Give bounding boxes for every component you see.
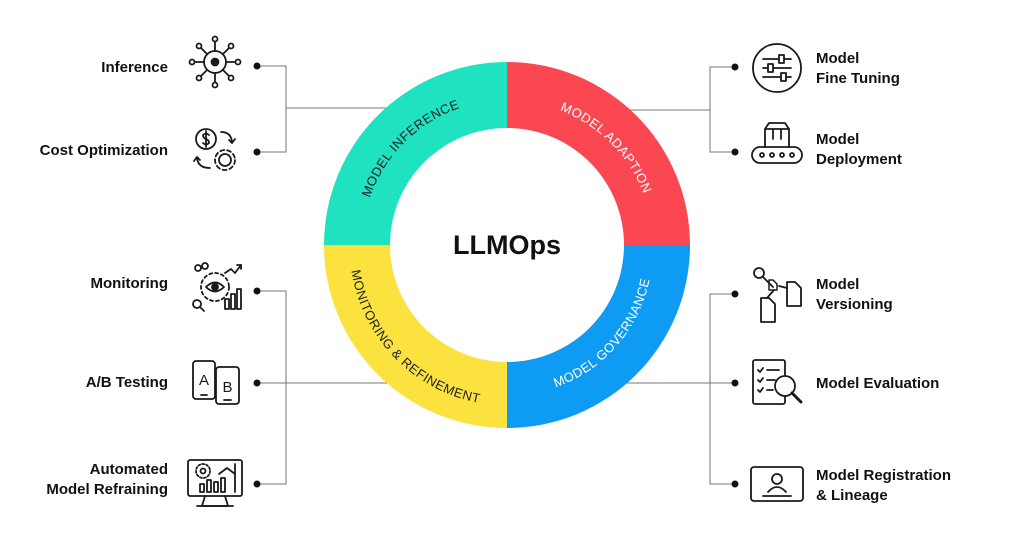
label-model-fine-tuning: Model Fine Tuning bbox=[816, 50, 900, 87]
eye-analytics-icon bbox=[192, 262, 242, 312]
connector-monitoring-group bbox=[257, 290, 390, 485]
connector-adaption-group bbox=[625, 66, 735, 153]
label-cost-optimization: Cost Optimization bbox=[39, 142, 168, 159]
label-inference: Inference bbox=[101, 59, 168, 76]
label-monitoring: Monitoring bbox=[90, 275, 168, 292]
segment-model-inference bbox=[324, 62, 507, 245]
monitor-chart-icon bbox=[187, 459, 243, 507]
svg-text:B: B bbox=[222, 379, 232, 396]
ab-test-icon: A B bbox=[192, 360, 240, 405]
label-model-evaluation: Model Evaluation bbox=[816, 375, 940, 392]
neural-chip-icon bbox=[188, 35, 242, 89]
connector-inference-group bbox=[257, 65, 390, 153]
conveyor-box-icon bbox=[751, 122, 803, 164]
segment-model-governance bbox=[507, 245, 690, 428]
svg-text:A: A bbox=[199, 372, 209, 389]
label-model-registration-lineage: Model Registration & Lineage bbox=[816, 467, 952, 504]
sliders-icon bbox=[752, 43, 802, 93]
label-model-versioning: Model Versioning bbox=[816, 276, 893, 313]
center-title: LLMOps bbox=[453, 230, 561, 260]
dollar-gear-cycle-icon bbox=[193, 128, 236, 171]
connectors bbox=[257, 65, 735, 485]
id-card-icon bbox=[750, 466, 804, 502]
version-tree-icon bbox=[753, 267, 802, 323]
checklist-magnifier-icon bbox=[752, 359, 803, 405]
segment-monitoring-refinement bbox=[324, 245, 507, 428]
label-model-deployment: Model Deployment bbox=[816, 131, 902, 168]
label-ab-testing: A/B Testing bbox=[85, 374, 168, 391]
connector-dots bbox=[253, 62, 739, 488]
label-automated-model-refraining: Automated Model Refraining bbox=[46, 461, 168, 498]
segment-model-adaption bbox=[507, 62, 690, 245]
